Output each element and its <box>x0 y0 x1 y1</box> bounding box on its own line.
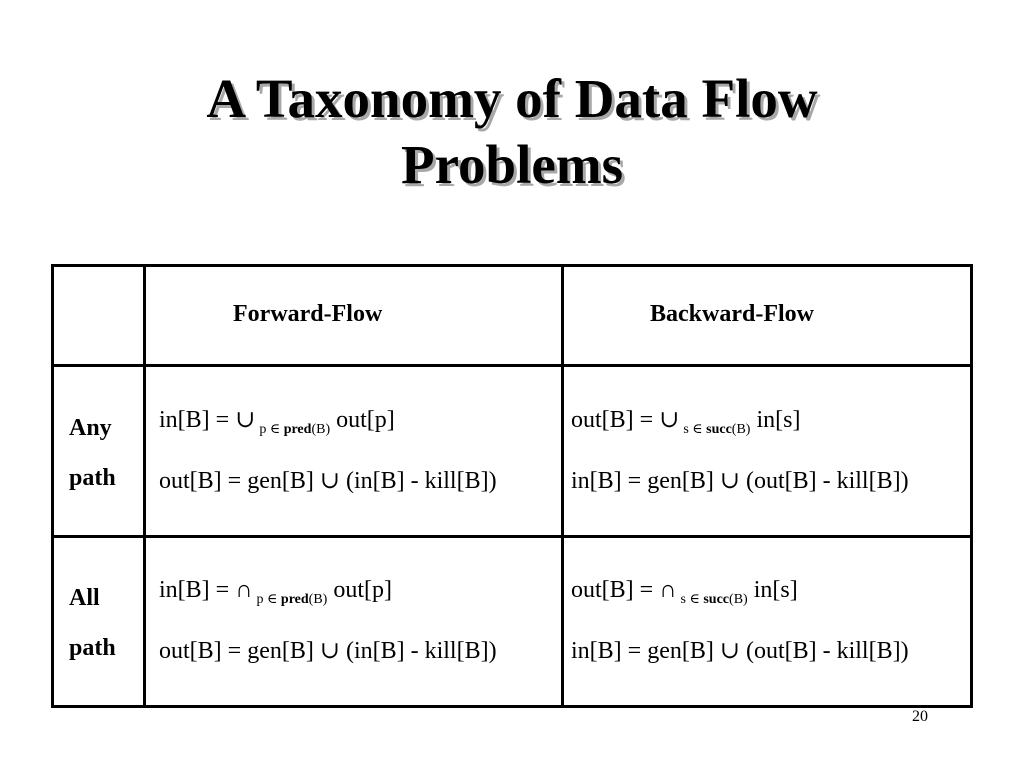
any-backward-equation-2: in[B] = gen[B] ∪ (out[B] - kill[B]) <box>571 468 909 494</box>
union-operator: ∪ <box>235 407 256 433</box>
slide-title: A Taxonomy of Data Flow Problems <box>0 66 1024 198</box>
intersection-operator: ∩ <box>235 577 253 603</box>
eq-lhs: out[B] = <box>571 407 654 433</box>
header-forward-flow: Forward-Flow <box>233 301 383 327</box>
any-forward-equation-2: out[B] = gen[B] ∪ (in[B] - kill[B]) <box>159 468 497 494</box>
table-border-left <box>51 264 54 708</box>
table-divider-header <box>51 364 973 367</box>
table-border-top <box>51 264 973 267</box>
row-label-any-path: Any path <box>69 403 116 503</box>
data-flow-table: Forward-Flow Backward-Flow Any path in[B… <box>51 264 973 708</box>
table-divider-row <box>51 535 973 538</box>
sub-var: p ∈ <box>259 422 281 437</box>
row-label-any: Any <box>69 415 112 441</box>
eq-rhs: in[s] <box>756 407 801 433</box>
sub-fn: pred <box>283 422 312 437</box>
any-forward-equation-1: in[B] =∪p ∈ pred(B) out[p] <box>159 406 395 438</box>
eq-subscript: s ∈ succ(B) <box>681 592 748 607</box>
table-divider-col2 <box>561 264 564 708</box>
slide-title-line-1: A Taxonomy of Data Flow <box>206 68 818 129</box>
row-label-all-path: All path <box>69 573 116 673</box>
table-border-right <box>970 264 973 708</box>
sub-fn: pred <box>280 592 309 607</box>
sub-var: s ∈ <box>683 422 703 437</box>
sub-arg: (B) <box>729 592 748 607</box>
row-label-all: All <box>69 585 100 611</box>
header-backward-flow: Backward-Flow <box>650 301 814 327</box>
union-operator: ∪ <box>659 407 680 433</box>
all-backward-equation-2: in[B] = gen[B] ∪ (out[B] - kill[B]) <box>571 638 909 664</box>
sub-fn: succ <box>706 422 732 437</box>
any-backward-equation-1: out[B] =∪s ∈ succ(B) in[s] <box>571 406 800 438</box>
table-border-bottom <box>51 705 973 708</box>
intersection-operator: ∩ <box>659 577 677 603</box>
sub-fn: succ <box>703 592 730 607</box>
table-divider-col1 <box>143 264 146 708</box>
sub-arg: (B) <box>311 422 331 437</box>
eq-subscript: p ∈ pred(B) <box>259 422 330 437</box>
eq-rhs: in[s] <box>753 577 798 603</box>
all-forward-equation-2: out[B] = gen[B] ∪ (in[B] - kill[B]) <box>159 638 497 664</box>
sub-arg: (B) <box>308 592 328 607</box>
all-forward-equation-1: in[B] =∩p ∈ pred(B) out[p] <box>159 576 392 608</box>
eq-lhs: in[B] = <box>159 407 230 433</box>
row-label-path: path <box>69 465 116 491</box>
eq-subscript: p ∈ pred(B) <box>257 592 328 607</box>
sub-var: p ∈ <box>256 592 278 607</box>
slide-title-line-2: Problems <box>400 134 623 195</box>
eq-rhs: out[p] <box>336 407 395 433</box>
row-label-path: path <box>69 635 116 661</box>
eq-lhs: out[B] = <box>571 577 654 603</box>
eq-rhs: out[p] <box>333 577 392 603</box>
eq-subscript: s ∈ succ(B) <box>683 422 750 437</box>
sub-var: s ∈ <box>680 592 700 607</box>
all-backward-equation-1: out[B] =∩s ∈ succ(B) in[s] <box>571 576 798 608</box>
page-number: 20 <box>912 708 928 725</box>
sub-arg: (B) <box>731 422 751 437</box>
eq-lhs: in[B] = <box>159 577 230 603</box>
